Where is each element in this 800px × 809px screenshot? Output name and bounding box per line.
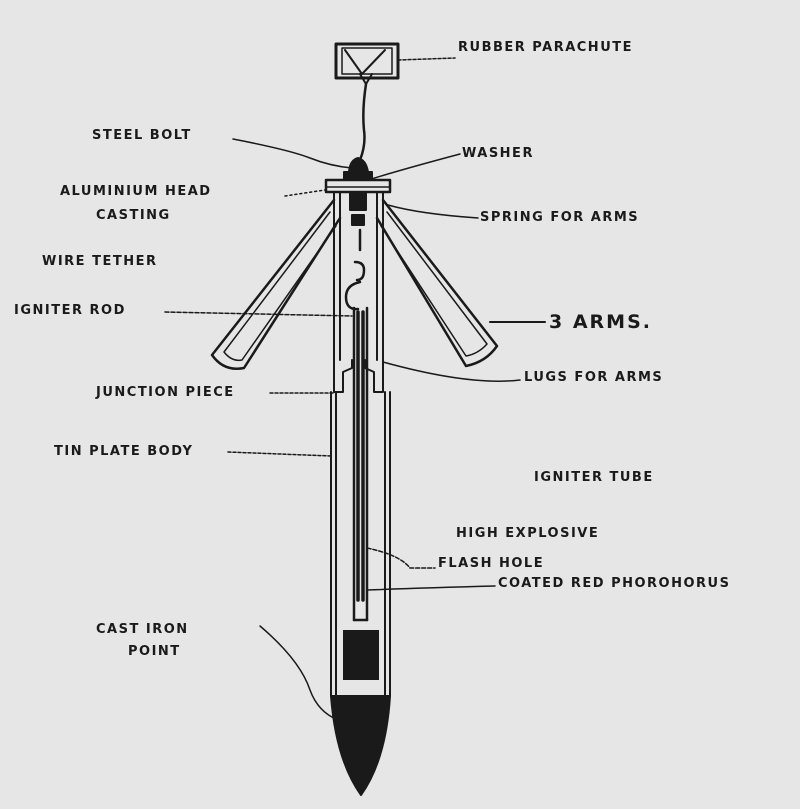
- label-igniter-rod: IGNITER ROD: [14, 303, 126, 318]
- tether-wire: [358, 82, 368, 162]
- label-igniter-tube: IGNITER TUBE: [534, 470, 654, 485]
- left-arm-shape: [210, 198, 342, 370]
- steel-bolt-shape: [348, 157, 369, 173]
- label-aluminium-head: ALUMINIUM HEAD: [60, 184, 212, 199]
- right-arm-shape: [375, 198, 499, 368]
- leader-lines: [164, 57, 546, 721]
- junction-piece-shape: [333, 359, 384, 393]
- label-flash-hole: FLASH HOLE: [438, 556, 545, 571]
- label-cast-iron: CAST IRON: [96, 622, 189, 637]
- head-casting-shape: [324, 178, 392, 226]
- high-explosive-block: [343, 630, 379, 680]
- label-steel-bolt: STEEL BOLT: [92, 128, 192, 143]
- parachute-shape: [334, 42, 400, 85]
- label-tin-plate-body: TIN PLATE BODY: [54, 444, 194, 459]
- label-three-arms: 3 ARMS.: [549, 311, 652, 333]
- label-wire-tether: WIRE TETHER: [42, 254, 158, 269]
- label-lugs-for-arms: LUGS FOR ARMS: [524, 370, 664, 385]
- tin-plate-body: [330, 391, 391, 697]
- label-rubber-parachute: RUBBER PARACHUTE: [458, 40, 633, 55]
- label-washer: WASHER: [462, 146, 534, 161]
- label-spring-for-arms: SPRING FOR ARMS: [480, 210, 640, 225]
- hook-shape: [344, 228, 366, 311]
- label-point: POINT: [128, 644, 181, 659]
- cast-iron-point-shape: [330, 695, 391, 796]
- label-coated-red-phosphorus: COATED RED PHOROHORUS: [498, 576, 731, 591]
- label-junction-piece: JUNCTION PIECE: [96, 385, 235, 400]
- label-high-explosive: HIGH EXPLOSIVE: [456, 526, 600, 541]
- label-casting: CASTING: [96, 208, 171, 223]
- igniter-tube: [352, 306, 369, 622]
